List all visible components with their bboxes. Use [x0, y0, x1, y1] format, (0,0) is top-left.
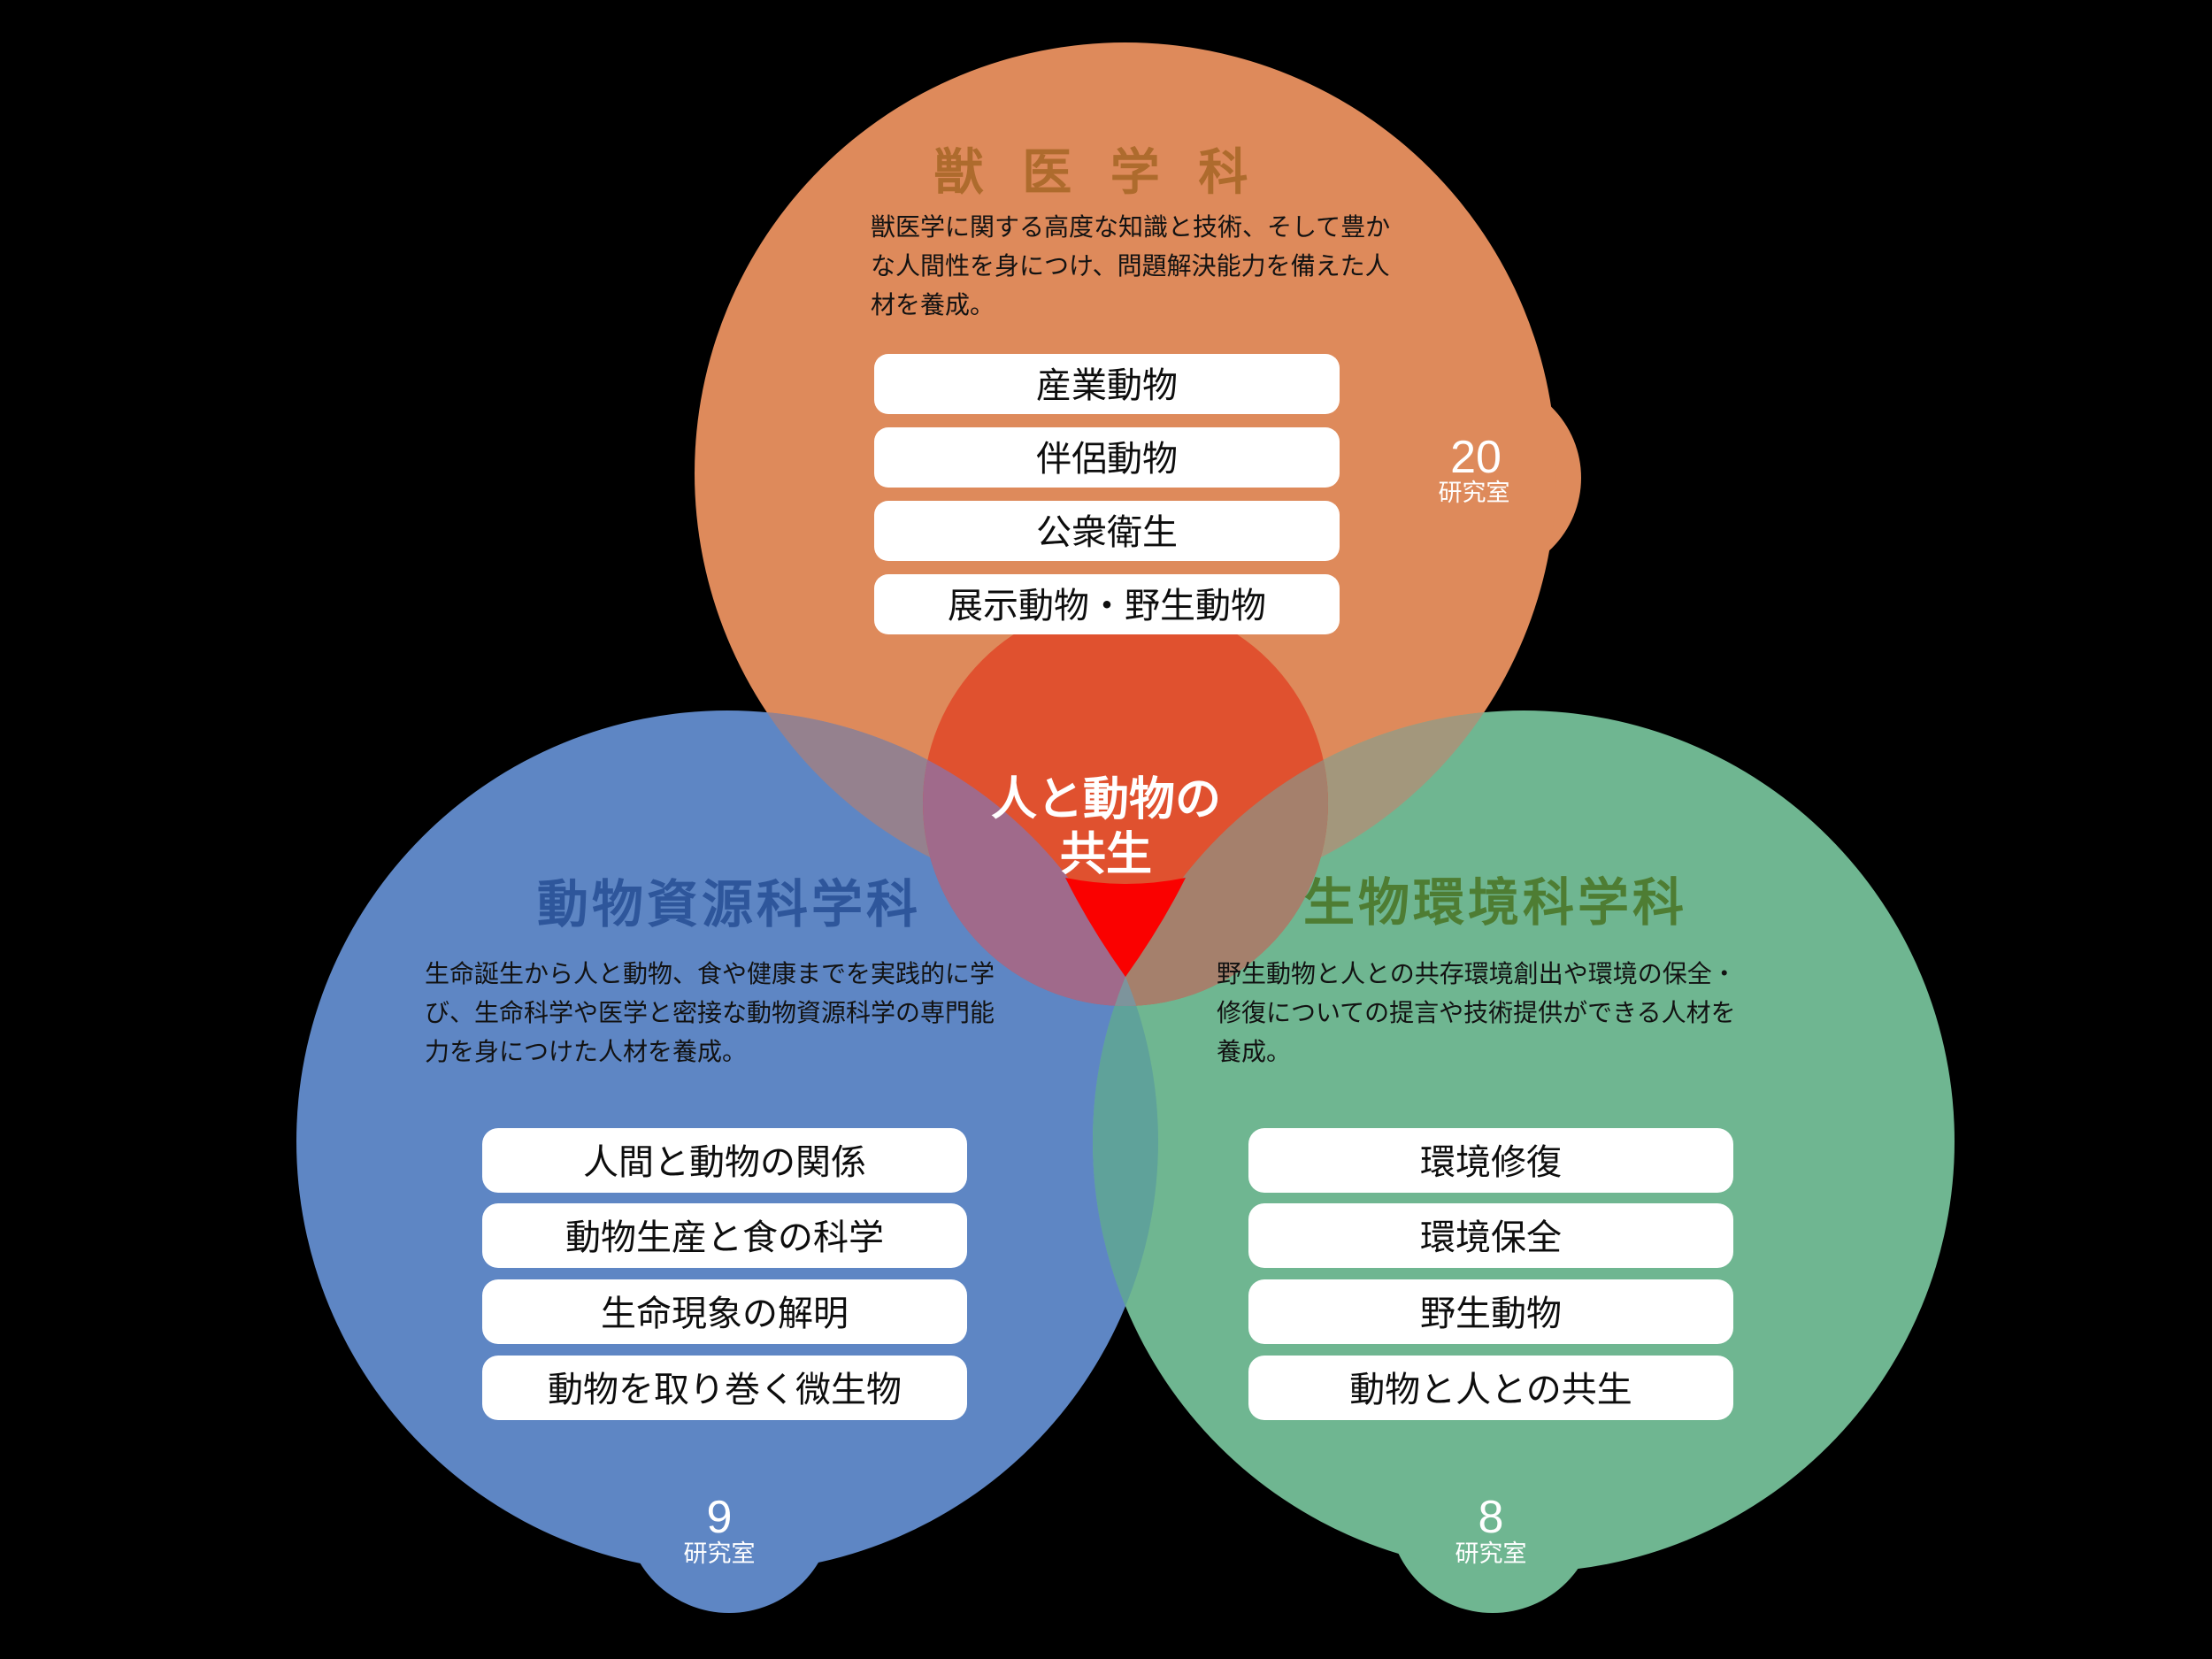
- animal-resource-field-pill: 動物生産と食の科学: [482, 1203, 967, 1268]
- animal-resource-title: 動物資源科学科: [537, 876, 921, 933]
- animal-resource-labs-badge: 9 研究室: [684, 1492, 756, 1567]
- veterinary-title: 獣 医 学 科: [934, 144, 1261, 200]
- veterinary-field-label: 伴侶動物: [1036, 440, 1178, 479]
- veterinary-field-label: 展示動物・野生動物: [948, 587, 1266, 626]
- animal-resource-labs-unit: 研究室: [684, 1540, 756, 1567]
- veterinary-description-line2: な人間性を身につけ、問題解決能力を備えた人: [871, 252, 1390, 280]
- animal-resource-field-pill: 動物を取り巻く微生物: [482, 1356, 967, 1420]
- animal-resource-description-line1: 生命誕生から人と動物、食や健康までを実践的に学: [425, 960, 995, 987]
- animal-resource-field-pill: 人間と動物の関係: [482, 1128, 967, 1193]
- bio-environment-description-line1: 野生動物と人との共存環境創出や環境の保全・: [1217, 960, 1737, 987]
- animal-resource-description-line2: び、生命科学や医学と密接な動物資源科学の専門能: [425, 999, 995, 1026]
- bio-environment-field-label: 環境修復: [1420, 1143, 1562, 1182]
- bio-environment-description-line3: 養成。: [1217, 1038, 1291, 1065]
- animal-resource-description-line3: 力を身につけた人材を養成。: [425, 1038, 747, 1065]
- veterinary-field-pill: 公衆衛生: [874, 501, 1340, 561]
- center-red-triangle: [1065, 878, 1186, 977]
- veterinary-field-pill: 産業動物: [874, 354, 1340, 414]
- bio-environment-labs-count: 8: [1479, 1492, 1504, 1543]
- animal-resource-field-label: 人間と動物の関係: [583, 1143, 866, 1182]
- veterinary-field-pill: 展示動物・野生動物: [874, 574, 1340, 634]
- center-label-line1: 人と動物の: [991, 774, 1221, 826]
- veterinary-description-line1: 獣医学に関する高度な知識と技術、そして豊か: [871, 213, 1390, 241]
- bio-environment-labs-unit: 研究室: [1455, 1540, 1527, 1567]
- bio-environment-field-pill: 野生動物: [1248, 1279, 1733, 1344]
- veterinary-description-line3: 材を養成。: [871, 291, 995, 319]
- bio-environment-field-label: 動物と人との共生: [1349, 1371, 1632, 1409]
- animal-resource-field-pill: 生命現象の解明: [482, 1279, 967, 1344]
- veterinary-field-pill: 伴侶動物: [874, 427, 1340, 488]
- center-label-line2: 共生: [1060, 829, 1152, 880]
- veterinary-field-label: 産業動物: [1036, 366, 1178, 405]
- bio-environment-field-label: 環境保全: [1420, 1218, 1562, 1257]
- veterinary-labs-badge: 20 研究室: [1439, 432, 1510, 506]
- veterinary-field-label: 公衆衛生: [1036, 513, 1178, 552]
- animal-resource-field-label: 生命現象の解明: [601, 1294, 849, 1333]
- animal-resource-labs-count: 9: [707, 1492, 733, 1543]
- veterinary-labs-unit: 研究室: [1439, 480, 1510, 506]
- bio-environment-field-label: 野生動物: [1420, 1294, 1562, 1333]
- bio-environment-field-pill: 動物と人との共生: [1248, 1356, 1733, 1420]
- bio-environment-field-pill: 環境修復: [1248, 1128, 1733, 1193]
- bio-environment-title: 生物環境科学科: [1303, 874, 1687, 932]
- animal-resource-field-label: 動物生産と食の科学: [565, 1218, 884, 1257]
- veterinary-labs-count: 20: [1450, 432, 1502, 483]
- bio-environment-labs-badge: 8 研究室: [1455, 1492, 1527, 1567]
- animal-resource-field-label: 動物を取り巻く微生物: [548, 1371, 902, 1409]
- bio-environment-field-pill: 環境保全: [1248, 1203, 1733, 1268]
- bio-environment-description-line2: 修復についての提言や技術提供ができる人材を: [1217, 999, 1736, 1026]
